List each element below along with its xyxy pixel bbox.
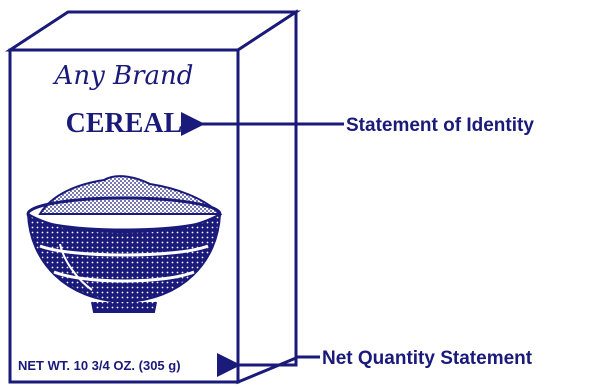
box-side-face bbox=[238, 12, 296, 382]
product-name: CEREAL bbox=[66, 108, 183, 139]
box-front-face bbox=[10, 50, 238, 382]
net-weight-statement: NET WT. 10 3/4 OZ. (305 g) bbox=[18, 358, 181, 373]
identity-callout-label: Statement of Identity bbox=[346, 115, 534, 136]
brand-name: Any Brand bbox=[53, 61, 194, 91]
net-quantity-callout-label: Net Quantity Statement bbox=[322, 348, 533, 369]
